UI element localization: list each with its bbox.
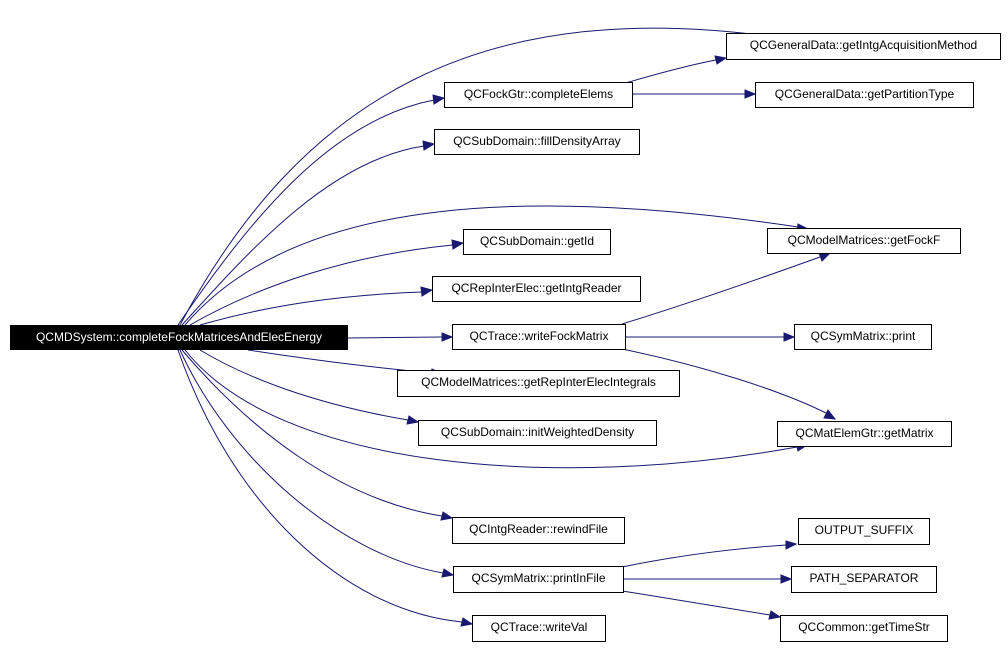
node-getIntgReader[interactable]: QCRepInterElec::getIntgReader bbox=[432, 276, 641, 302]
edge-completeElems-getIntgAcquisitionMethod bbox=[621, 59, 717, 85]
edge-root-printInFile-arrowhead bbox=[441, 568, 455, 578]
edge-root-getIntgReader bbox=[199, 291, 423, 326]
edge-printInFile-pathSeparator-arrowhead bbox=[780, 574, 793, 584]
edge-root-rewindFile bbox=[181, 349, 443, 517]
node-pathSeparator[interactable]: PATH_SEPARATOR bbox=[791, 566, 937, 593]
edge-root-getIntgAcquisitionMethod bbox=[179, 27, 796, 326]
edge-root-writeFockMatrix-arrowhead bbox=[441, 332, 454, 342]
edge-root-getId bbox=[189, 244, 454, 326]
edge-completeElems-getPartitionType-arrowhead bbox=[744, 89, 757, 99]
node-fillDensityArray[interactable]: QCSubDomain::fillDensityArray bbox=[434, 129, 640, 155]
node-getRepInterElecIntegrals[interactable]: QCModelMatrices::getRepInterElecIntegral… bbox=[397, 370, 680, 397]
edge-writeFockMatrix-symPrint-arrowhead bbox=[783, 332, 796, 342]
edge-root-fillDensityArray bbox=[181, 145, 425, 326]
edge-writeFockMatrix-getMatrix-arrowhead bbox=[823, 409, 837, 420]
edge-root-rewindFile-arrowhead bbox=[440, 511, 454, 521]
node-root[interactable]: QCMDSystem::completeFockMatricesAndElecE… bbox=[10, 325, 348, 350]
node-completeElems[interactable]: QCFockGtr::completeElems bbox=[444, 82, 633, 108]
edge-writeFockMatrix-getFockF bbox=[621, 256, 821, 325]
edge-writeFockMatrix-getMatrix bbox=[621, 348, 827, 414]
edge-root-writeVal bbox=[177, 349, 463, 623]
edge-root-writeFockMatrix bbox=[347, 336, 443, 339]
node-outputSuffix[interactable]: OUTPUT_SUFFIX bbox=[798, 518, 930, 545]
edge-root-getFockF bbox=[184, 205, 799, 326]
edge-root-fillDensityArray-arrowhead bbox=[422, 140, 436, 151]
edge-root-writeVal-arrowhead bbox=[460, 617, 474, 627]
edge-printInFile-outputSuffix-arrowhead bbox=[785, 540, 798, 550]
node-symPrint[interactable]: QCSymMatrix::print bbox=[794, 324, 932, 350]
edge-printInFile-outputSuffix bbox=[621, 544, 787, 568]
node-getTimeStr[interactable]: QCCommon::getTimeStr bbox=[780, 615, 948, 642]
edge-root-printInFile bbox=[179, 349, 444, 574]
edge-root-initWeightedDensity-arrowhead bbox=[406, 415, 420, 425]
node-initWeightedDensity[interactable]: QCSubDomain::initWeightedDensity bbox=[418, 420, 657, 446]
edge-root-getMatrix bbox=[184, 349, 798, 469]
node-getMatrix[interactable]: QCMatElemGtr::getMatrix bbox=[777, 421, 952, 447]
node-printInFile[interactable]: QCSymMatrix::printInFile bbox=[453, 566, 624, 593]
edge-completeElems-getIntgAcquisitionMethod-arrowhead bbox=[714, 55, 728, 65]
edge-root-completeElems-arrowhead bbox=[432, 94, 446, 105]
edge-root-completeElems bbox=[177, 99, 435, 326]
edge-printInFile-getTimeStr-arrowhead bbox=[768, 610, 782, 620]
node-rewindFile[interactable]: QCIntgReader::rewindFile bbox=[452, 517, 625, 544]
edge-root-getId-arrowhead bbox=[451, 239, 465, 250]
node-getFockF[interactable]: QCModelMatrices::getFockF bbox=[767, 228, 961, 254]
edge-root-getIntgReader-arrowhead bbox=[420, 286, 434, 297]
edge-printInFile-getTimeStr bbox=[621, 590, 771, 616]
node-getPartitionType[interactable]: QCGeneralData::getPartitionType bbox=[755, 82, 974, 108]
node-getId[interactable]: QCSubDomain::getId bbox=[463, 229, 611, 255]
edge-root-initWeightedDensity bbox=[199, 349, 409, 421]
node-writeVal[interactable]: QCTrace::writeVal bbox=[472, 615, 606, 642]
node-getIntgAcquisitionMethod[interactable]: QCGeneralData::getIntgAcquisitionMethod bbox=[726, 33, 1001, 60]
edge-writeFockMatrix-getFockF-arrowhead bbox=[818, 252, 832, 262]
node-writeFockMatrix[interactable]: QCTrace::writeFockMatrix bbox=[452, 324, 626, 350]
